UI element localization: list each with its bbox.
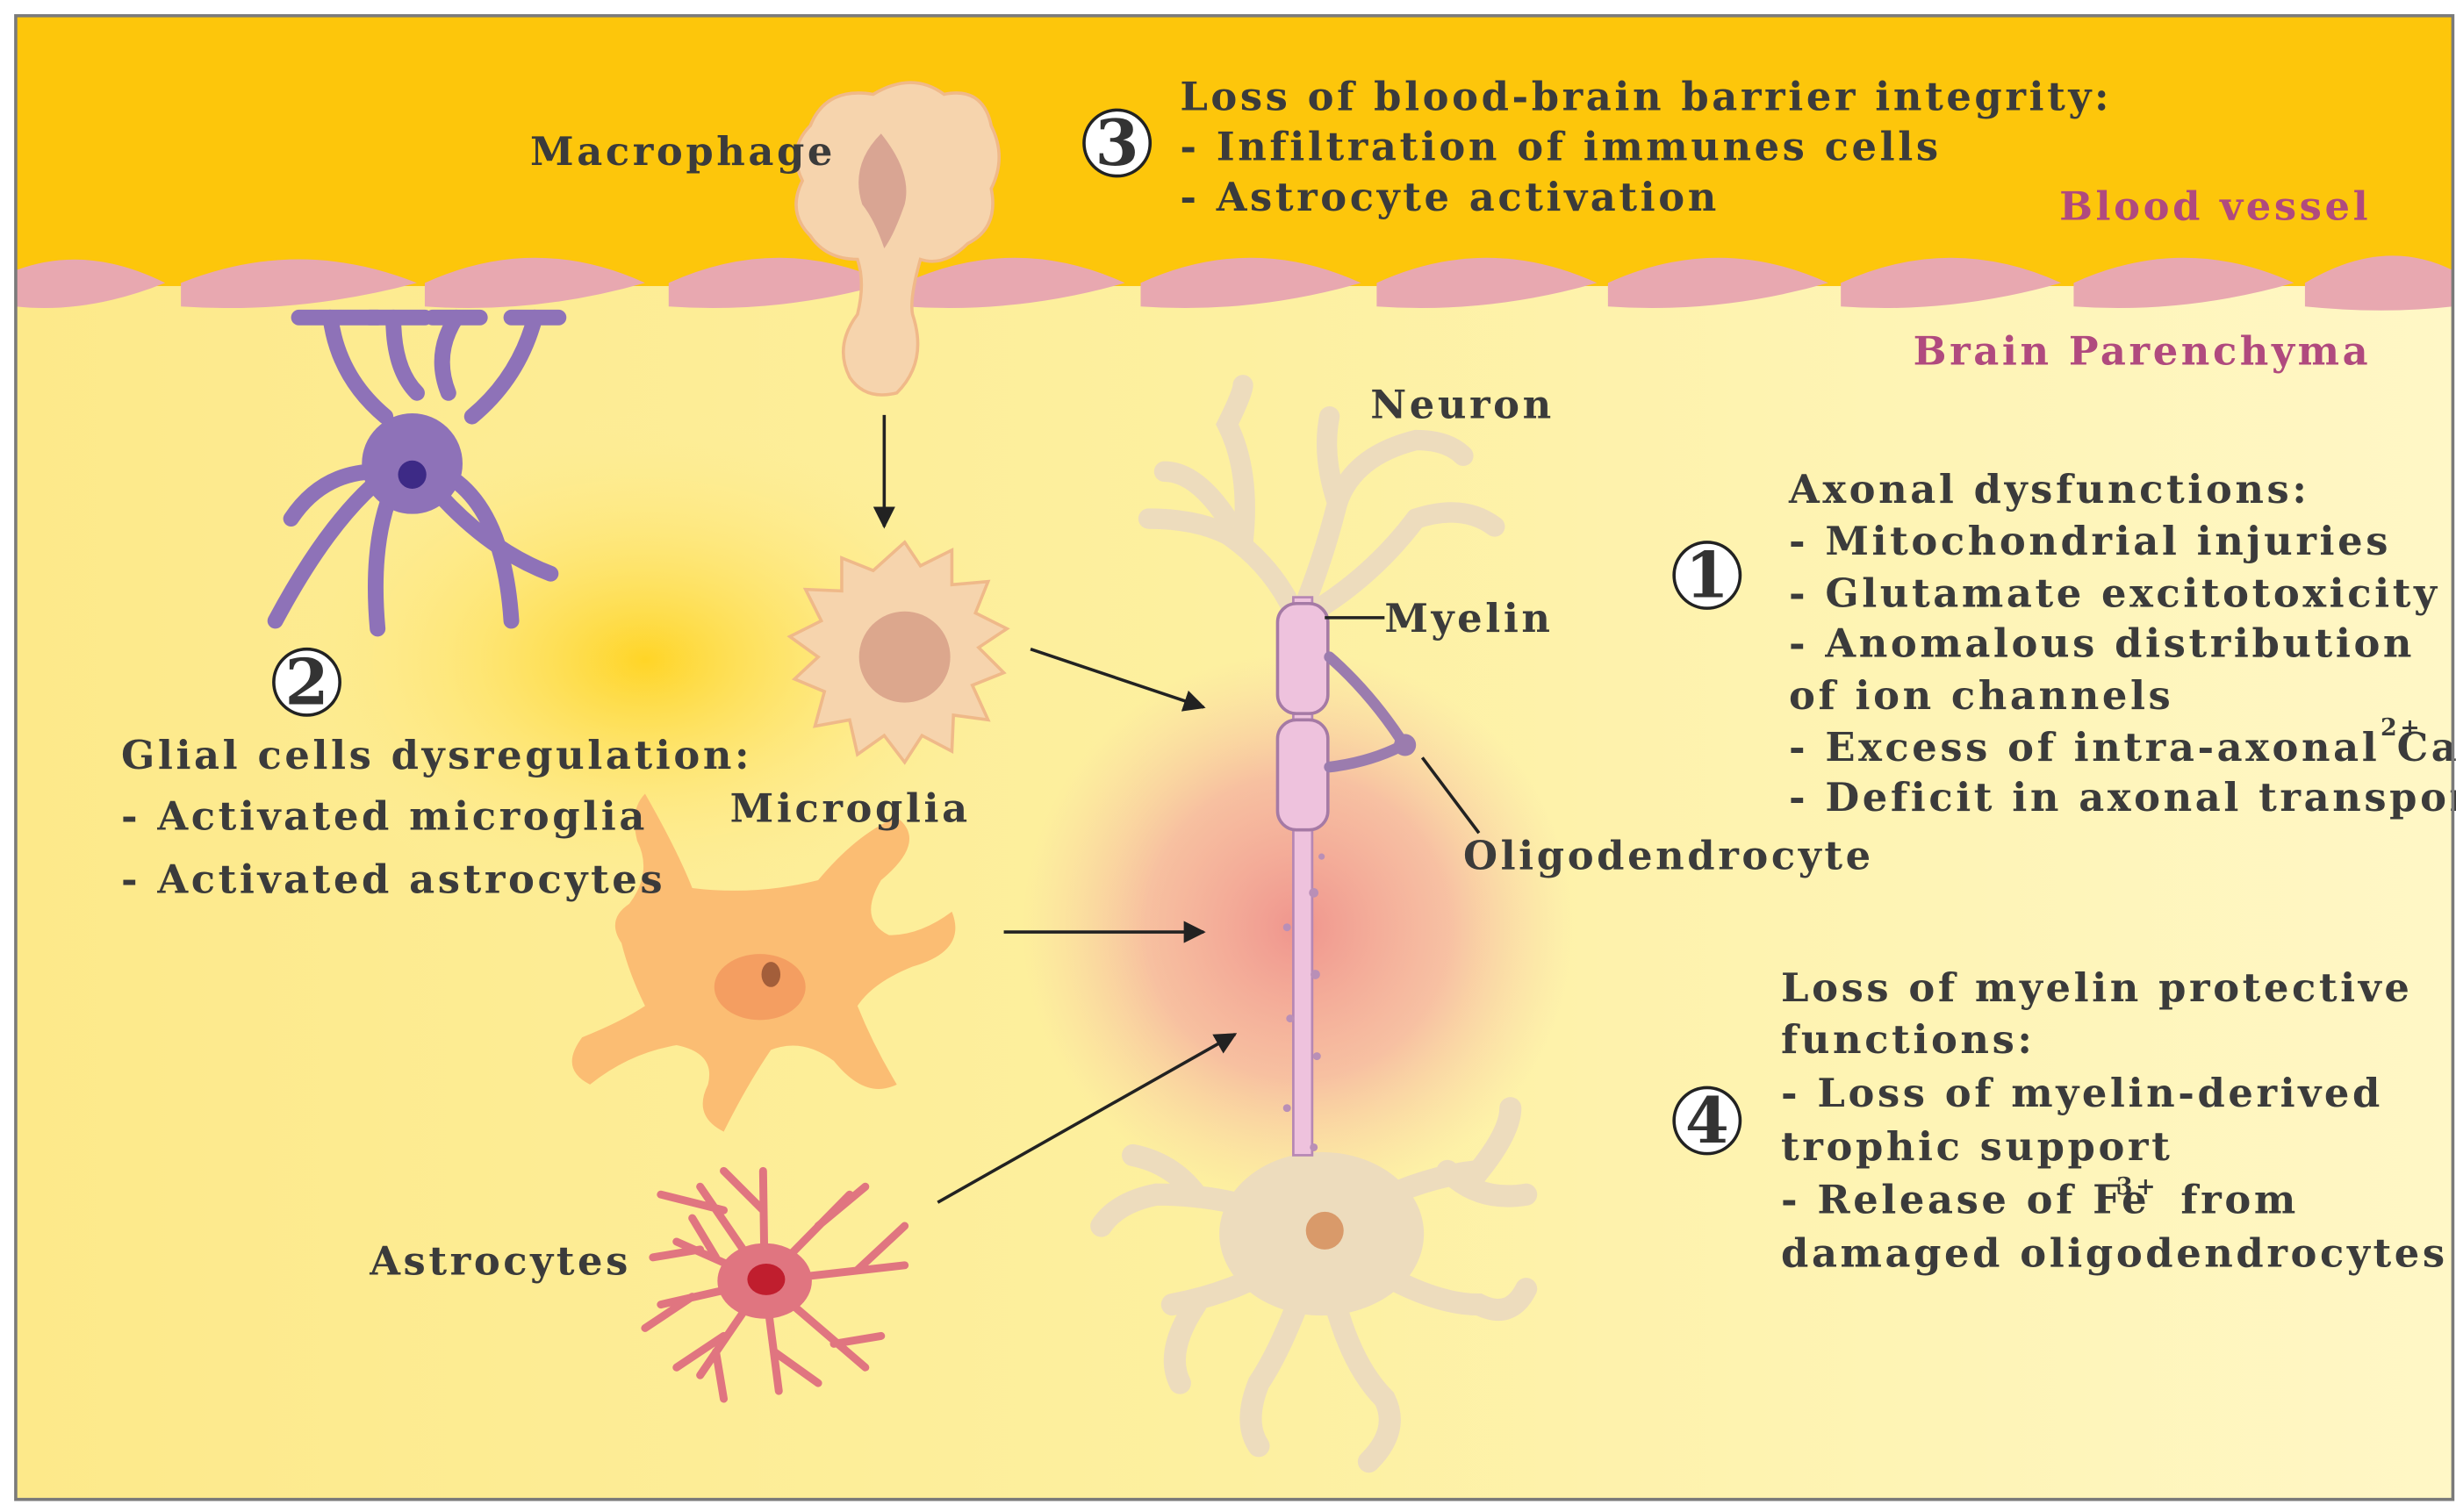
macrophage-cell [794, 81, 1001, 397]
badge-four-number: 4 [1685, 1084, 1729, 1157]
arrow-reactive-astrocyte-to-lesion [937, 1032, 1238, 1204]
step-four-line-7: damaged oligodendrocytes [1781, 1230, 2448, 1277]
badge-three: 3 [1082, 106, 1153, 180]
astrocyte-endfoot [267, 309, 567, 637]
step-one-superscript: 2+ [2381, 714, 2423, 742]
axon-debris [1282, 853, 1325, 1151]
oligodendrocyte-pointer [1420, 756, 1481, 835]
microglia-cell [786, 540, 1010, 765]
step-one-item-3: - Anomalous distribution [1789, 620, 2415, 667]
step-four-text: Loss of myelin protective functions: - L… [1781, 964, 2448, 1277]
yellow-glow [267, 408, 1023, 912]
step-one-item-2: - Glutamate excitotoxicity [1789, 570, 2440, 616]
step-one-item-6: - Deficit in axonal transport [1789, 774, 2456, 820]
blood-vessel-region [15, 15, 2453, 286]
reactive-astrocyte-nucleus [747, 1264, 786, 1295]
step-four-line-4: trophic support [1781, 1123, 2172, 1170]
myelin-label: Myelin [1384, 595, 1553, 641]
step-four-line-5: - Release of Fe [1781, 1177, 2150, 1223]
badge-one-number: 1 [1685, 539, 1729, 613]
step-three-item-2: - Astrocyte activation [1180, 174, 1720, 220]
step-four-line-1: Loss of myelin protective [1781, 964, 2412, 1011]
arrow-microglia-to-lesion [1030, 648, 1206, 712]
step-four-line-3: - Loss of myelin-derived [1781, 1070, 2383, 1116]
astrocytes-label: Astrocytes [369, 1238, 631, 1285]
badge-four: 4 [1672, 1084, 1742, 1157]
neuron-label: Neuron [1370, 381, 1555, 427]
step-one-item-5: - Excess of intra-axonal Ca [1789, 724, 2456, 770]
step-one-text: Axonal dysfunctions: - Mitochondrial inj… [1788, 466, 2456, 820]
step-four-line-6: from [2180, 1177, 2299, 1223]
brain-parenchyma-label: Brain Parenchyma [1914, 328, 2372, 375]
oligodendrocyte-body [1394, 734, 1417, 756]
step-one-item-1: - Mitochondrial injuries [1789, 518, 2391, 564]
step-two-item-1: - Activated microglia [121, 793, 648, 840]
step-two-text: Glial cells dysregulation: - Activated m… [121, 732, 752, 902]
oligodendrocyte-process [1324, 651, 1406, 773]
activated-astrocyte-cell [571, 793, 956, 1132]
step-two-title: Glial cells dysregulation: [121, 732, 752, 778]
myelin-sheath [1275, 601, 1330, 832]
step-three-item-1: - Infiltration of immunes cells [1180, 124, 1941, 170]
step-three-title: Loss of blood-brain barrier integrity: [1180, 73, 2112, 119]
diagram-frame [14, 14, 2455, 1501]
step-four-line-2: functions: [1781, 1016, 2035, 1063]
step-four-superscript: 3+ [2116, 1173, 2158, 1200]
astrocyte-endfoot-nucleus [398, 460, 427, 490]
badge-two: 2 [272, 645, 341, 719]
macrophage-label: Macrophage [530, 128, 836, 175]
step-one-title: Axonal dysfunctions: [1788, 466, 2309, 512]
oligodendrocyte-label: Oligodendrocyte [1463, 832, 1874, 878]
endothelial-cells [15, 255, 2453, 311]
step-one-item-4: of ion channels [1789, 672, 2173, 719]
blood-vessel-label: Blood vessel [2059, 183, 2371, 230]
neuron-nucleus [1305, 1211, 1344, 1250]
microglia-label: Microglia [730, 785, 971, 832]
step-two-item-2: - Activated astrocytes [121, 856, 665, 902]
step-three-text: Loss of blood-brain barrier integrity: -… [1180, 73, 2112, 220]
badge-two-number: 2 [285, 645, 329, 719]
badge-three-number: 3 [1095, 106, 1139, 180]
badge-one: 1 [1672, 539, 1742, 613]
